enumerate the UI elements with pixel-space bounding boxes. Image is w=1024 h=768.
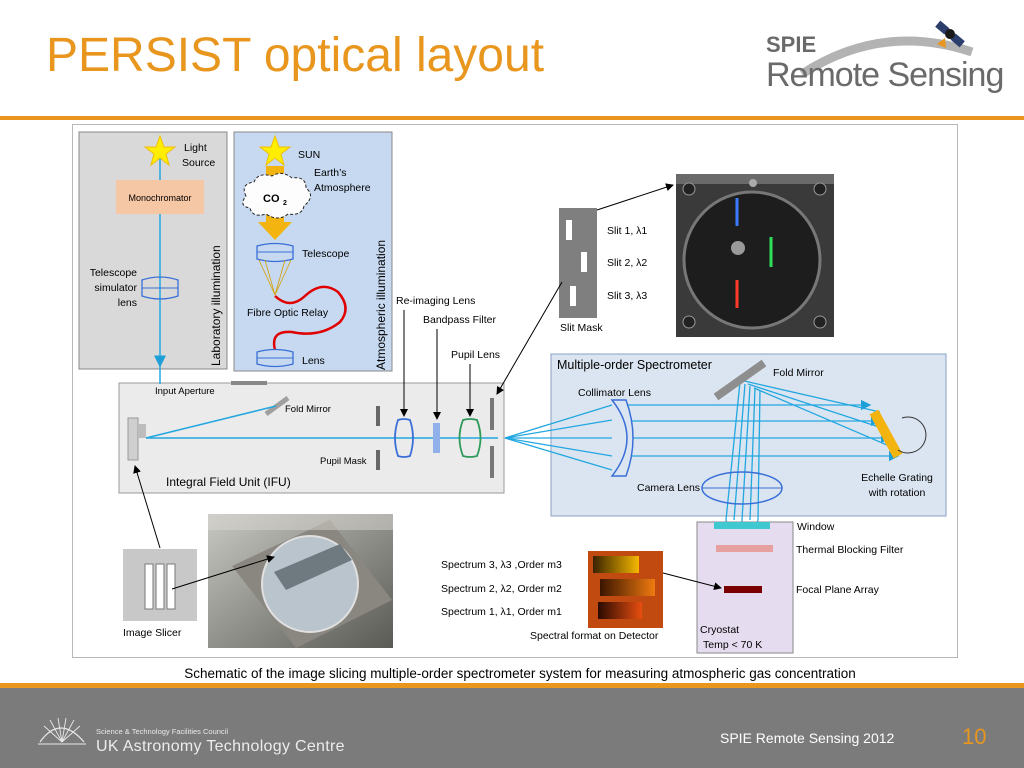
ukatc-logo-icon xyxy=(38,717,86,745)
logo-spie-text: SPIE xyxy=(766,32,816,57)
atmospheric-illumination-panel: SUN Earth’s Atmosphere CO 2 Telescope Fi… xyxy=(233,131,393,372)
focal-plane-array xyxy=(724,586,762,593)
camera-lens-icon xyxy=(701,471,783,505)
lab-vertical-label: Laboratory illumination xyxy=(209,245,223,366)
spie-remote-sensing-logo: SPIE Remote Sensing xyxy=(766,20,1004,94)
atm-vertical-label: Atmospheric illumination xyxy=(374,240,388,370)
pupil-lens-icon xyxy=(458,418,482,458)
page-title: PERSIST optical layout xyxy=(46,29,545,82)
spectrometer-fold-mirror-label: Fold Mirror xyxy=(773,367,824,379)
cryostat-label-2: Temp < 70 K xyxy=(703,639,762,651)
echelle-label-1: Echelle Grating xyxy=(861,472,933,484)
cryostat-window xyxy=(714,522,770,529)
thermal-blocking-filter xyxy=(716,545,773,552)
collimator-lens-icon xyxy=(610,399,634,477)
spectrum-3-label: Spectrum 3, λ3 ,Order m3 xyxy=(441,559,562,571)
spectrometer-panel: Multiple-order Spectrometer Collimator L… xyxy=(550,353,947,517)
bandpass-filter-icon xyxy=(433,423,440,453)
spectrum-2-label: Spectrum 2, λ2, Order m2 xyxy=(441,583,562,595)
spectrometer-beams xyxy=(504,379,900,589)
ifu-image-slicer-block xyxy=(127,417,139,461)
figure-caption: Schematic of the image slicing multiple-… xyxy=(184,666,856,681)
telescope-label: Telescope xyxy=(302,248,349,260)
reimaging-lens-label: Re-imaging Lens xyxy=(396,295,475,307)
bandpass-filter-label: Bandpass Filter xyxy=(423,314,496,326)
light-source-label: Light xyxy=(184,142,207,154)
spectrometer-fold-mirror-icon xyxy=(713,359,767,401)
atm-lens-icon xyxy=(256,348,294,368)
telescope-lens-icon xyxy=(256,242,294,296)
spectral-format-label: Spectral format on Detector xyxy=(530,630,659,642)
footer-bar xyxy=(0,683,1024,768)
monochromator-label: Monochromator xyxy=(128,193,191,203)
slit-mask-label: Slit Mask xyxy=(560,322,603,334)
atmosphere-label-2: Atmosphere xyxy=(314,182,371,194)
telescope-sim-label-2: simulator xyxy=(94,282,137,294)
image-slicer-label: Image Slicer xyxy=(123,627,182,639)
slit-2-label: Slit 2, λ2 xyxy=(607,257,647,269)
ifu-fold-mirror-label: Fold Mirror xyxy=(285,404,331,415)
input-aperture-label: Input Aperture xyxy=(155,386,215,397)
echelle-label-2: with rotation xyxy=(868,487,926,499)
pupil-mask-icon xyxy=(376,406,380,426)
fpa-label: Focal Plane Array xyxy=(796,584,880,596)
co2-subscript: 2 xyxy=(283,200,287,207)
slit-1-label: Slit 1, λ1 xyxy=(607,225,647,237)
footer-conference: SPIE Remote Sensing 2012 xyxy=(720,730,895,746)
telescope-sim-label-3: lens xyxy=(118,297,137,309)
atm-lens-label: Lens xyxy=(302,355,325,367)
light-source-star-icon xyxy=(143,134,177,167)
camera-lens-label: Camera Lens xyxy=(637,482,700,494)
slit-mask-photo xyxy=(676,174,834,337)
atmosphere-label-1: Earth’s xyxy=(314,167,347,179)
grating-rotation-icon xyxy=(897,416,927,454)
cryostat: Cryostat Temp < 70 K xyxy=(696,521,794,654)
telescope-sim-label-1: Telescope xyxy=(90,267,137,279)
co2-cloud-icon xyxy=(242,172,311,219)
slit-mask: Slit 1, λ1 Slit 2, λ2 Slit 3, λ3 Slit Ma… xyxy=(559,208,647,334)
fibre-label: Fibre Optic Relay xyxy=(247,307,329,319)
window-label: Window xyxy=(797,521,835,533)
ifu-title: Integral Field Unit (IFU) xyxy=(166,475,291,489)
footer-org-small: Science & Technology Facilities Council xyxy=(96,727,229,736)
pupil-mask-label: Pupil Mask xyxy=(320,456,367,467)
collimator-label: Collimator Lens xyxy=(578,387,651,399)
logo-remote-sensing-text: Remote Sensing xyxy=(766,56,1003,94)
ifu-panel: Input Aperture Fold Mirror Pupil Mask In… xyxy=(118,366,505,494)
reimaging-lens-icon xyxy=(394,418,414,458)
image-slicer-photo xyxy=(208,514,393,648)
sun-label: SUN xyxy=(298,149,320,161)
light-source-label-2: Source xyxy=(182,157,215,169)
title-divider xyxy=(0,116,1024,120)
telescope-simulator-lens-icon xyxy=(141,276,179,300)
fibre-optic-relay-line xyxy=(272,285,347,351)
footer-divider xyxy=(0,683,1024,688)
spectrum-1-label: Spectrum 1, λ1, Order m1 xyxy=(441,606,562,618)
spectrometer-title: Multiple-order Spectrometer xyxy=(557,358,712,372)
spectral-format-detector xyxy=(588,551,663,628)
echelle-grating-icon xyxy=(869,409,903,459)
ifu-fold-mirror-icon xyxy=(264,395,290,417)
laboratory-illumination-panel: Light Source Monochromator Telescope sim… xyxy=(78,131,228,370)
thermal-filter-label: Thermal Blocking Filter xyxy=(796,544,904,556)
co2-label: CO xyxy=(263,193,280,205)
page-number: 10 xyxy=(962,724,987,749)
cryostat-label-1: Cryostat xyxy=(700,624,739,636)
pupil-lens-label: Pupil Lens xyxy=(451,349,500,361)
sun-star-icon xyxy=(258,134,292,167)
diagram-frame xyxy=(72,124,958,658)
image-slicer-diagram: Image Slicer xyxy=(123,549,197,639)
slit-3-label: Slit 3, λ3 xyxy=(607,290,647,302)
monochromator-box xyxy=(116,180,204,214)
footer-org-name: UK Astronomy Technology Centre xyxy=(96,738,345,755)
